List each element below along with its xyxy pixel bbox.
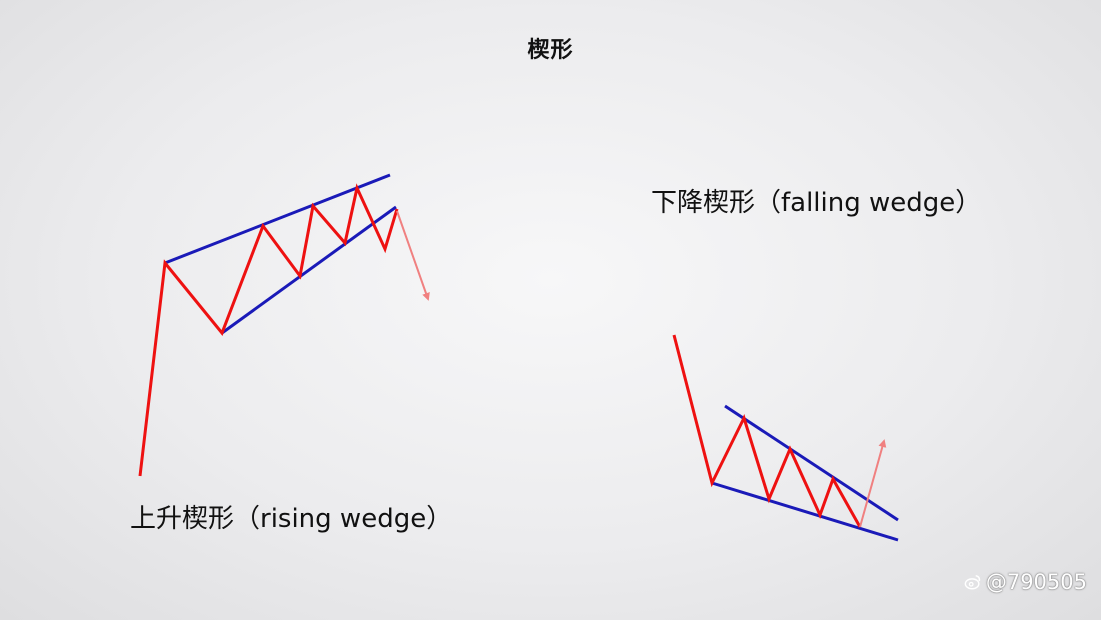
rising-lower-trendline — [221, 205, 397, 335]
falling-breakout-arrow — [859, 439, 887, 528]
rising-wedge-caption: 上升楔形（rising wedge） — [130, 504, 453, 534]
falling-wedge — [672, 334, 899, 542]
slide-title: 楔形 — [527, 38, 574, 63]
rising-breakout-arrow — [396, 210, 430, 301]
weibo-logo-icon — [964, 574, 980, 590]
rising-price-line — [138, 183, 399, 477]
falling-lower-trendline — [711, 481, 899, 542]
falling-price-line — [672, 334, 862, 528]
falling-wedge-caption: 下降楔形（falling wedge） — [651, 188, 982, 218]
rising-wedge — [138, 173, 430, 477]
rising-upper-trendline — [164, 173, 391, 265]
falling-upper-trendline — [724, 404, 899, 522]
watermark: @790505 — [964, 570, 1087, 594]
watermark-text: @790505 — [985, 570, 1087, 594]
